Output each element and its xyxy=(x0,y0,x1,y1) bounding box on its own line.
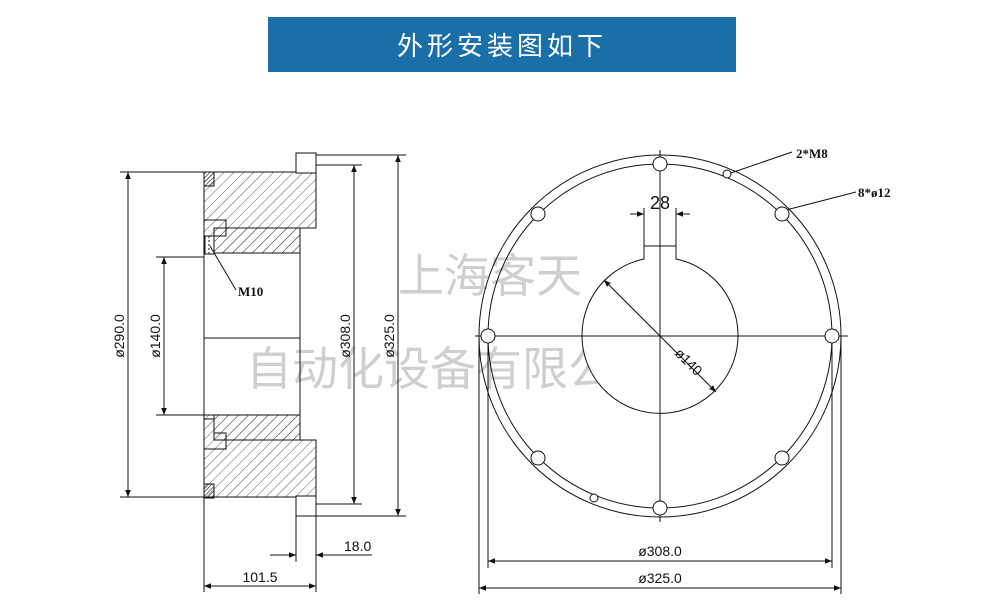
bolt-hole xyxy=(774,450,790,466)
dim-outer-diameter: ø290.0 xyxy=(111,314,127,358)
through-holes-label: 8*ø12 xyxy=(858,185,891,200)
title-banner: 外形安装图如下 xyxy=(268,17,736,72)
dim-308-front: ø308.0 xyxy=(638,543,682,559)
thread-label: M10 xyxy=(238,284,263,299)
bolt-hole xyxy=(774,206,790,222)
side-section-view xyxy=(203,152,317,517)
bolt-hole xyxy=(480,328,496,344)
watermark-line-1: 上海客天 xyxy=(398,249,582,303)
bolt-hole xyxy=(530,450,546,466)
bolt-holes xyxy=(480,156,840,516)
dim-325-front: ø325.0 xyxy=(638,570,682,586)
bolt-hole xyxy=(652,156,668,172)
bolt-hole xyxy=(530,206,546,222)
dim-flange-width: 18.0 xyxy=(344,538,371,554)
dim-overall-length: 101.5 xyxy=(242,569,277,585)
keyway-width: 28 xyxy=(650,193,670,213)
tapped-hole xyxy=(589,493,599,503)
dim-bore-diameter: ø140.0 xyxy=(147,314,163,358)
dim-308-side: ø308.0 xyxy=(337,314,353,358)
bolt-hole xyxy=(652,500,668,516)
tapped-holes-label: 2*M8 xyxy=(796,146,828,161)
bolt-hole xyxy=(824,328,840,344)
dim-325-side: ø325.0 xyxy=(381,314,397,358)
side-dimension-lines xyxy=(120,154,406,592)
page-title: 外形安装图如下 xyxy=(396,32,607,62)
tapped-hole xyxy=(722,169,732,179)
